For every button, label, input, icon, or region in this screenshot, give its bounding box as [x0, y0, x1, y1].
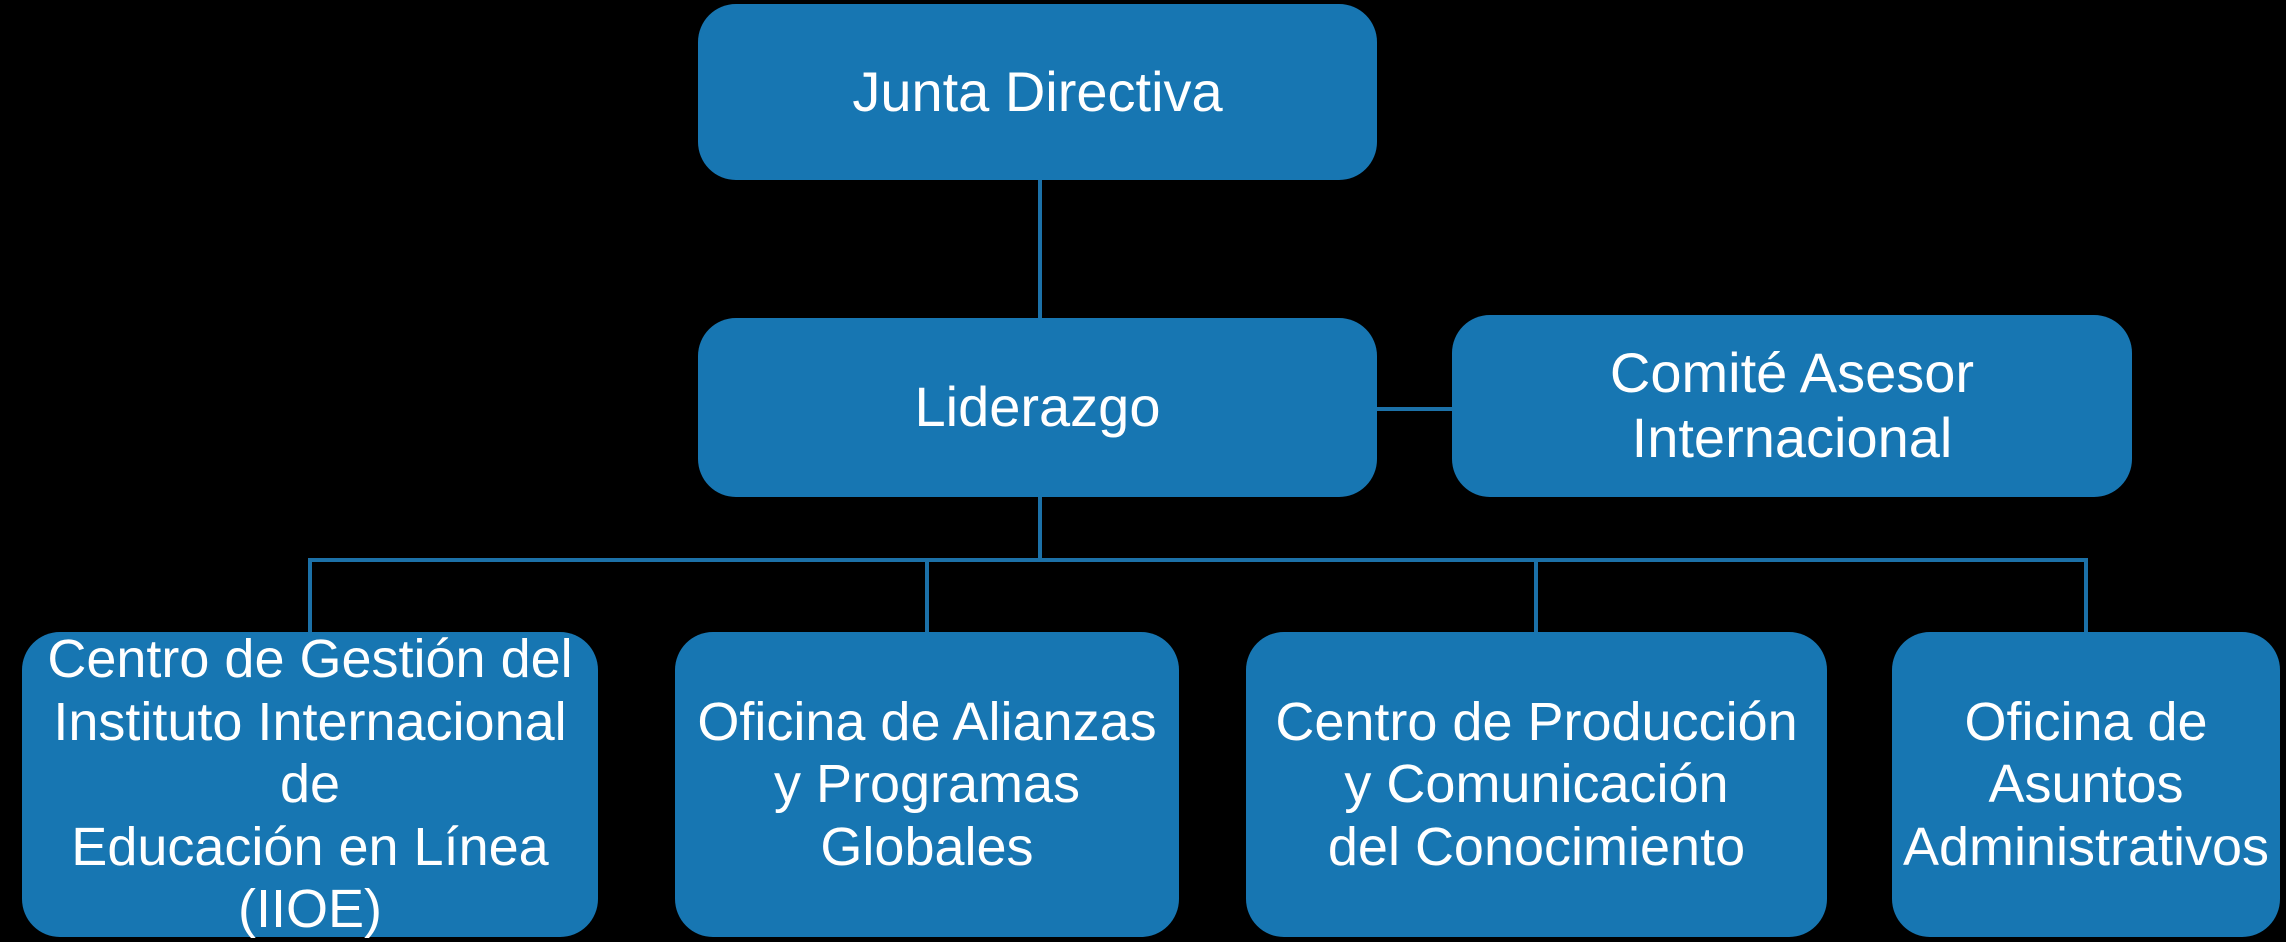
org-node-comite-asesor-internacional: Comité Asesor Internacional [1452, 315, 2132, 497]
org-node-centro-gestion-iioe: Centro de Gestión del Instituto Internac… [22, 629, 598, 939]
connector-children-rail [308, 558, 2088, 562]
connector-liderazgo-stem [1038, 497, 1042, 559]
org-node-produccion-label: Centro de Producción y Comunicación del … [1275, 691, 1798, 877]
org-node-iioe-label: Centro de Gestión del Instituto Internac… [47, 628, 573, 940]
connector-liderazgo-to-comite [1377, 407, 1452, 411]
connector-drop-iioe [308, 558, 312, 632]
org-node-junta-directiva: Junta Directiva [698, 4, 1377, 180]
org-node-administrativos-label: Oficina de Asuntos Administrativos [1902, 691, 2270, 877]
connector-drop-administrativos [2084, 558, 2088, 632]
connector-drop-alianzas [925, 558, 929, 632]
org-node-comite-label: Comité Asesor Internacional [1609, 341, 1975, 469]
org-node-alianzas-label: Oficina de Alianzas y Programas Globales [697, 691, 1157, 877]
org-node-oficina-alianzas-programas-globales: Oficina de Alianzas y Programas Globales [675, 632, 1179, 937]
org-node-liderazgo: Liderazgo [698, 318, 1377, 497]
org-node-centro-produccion-comunicacion: Centro de Producción y Comunicación del … [1246, 632, 1827, 937]
org-node-junta-directiva-label: Junta Directiva [852, 59, 1223, 123]
connector-drop-produccion [1534, 558, 1538, 632]
org-node-oficina-asuntos-administrativos: Oficina de Asuntos Administrativos [1892, 632, 2280, 937]
org-node-liderazgo-label: Liderazgo [914, 375, 1161, 439]
connector-junta-to-liderazgo [1038, 180, 1042, 318]
